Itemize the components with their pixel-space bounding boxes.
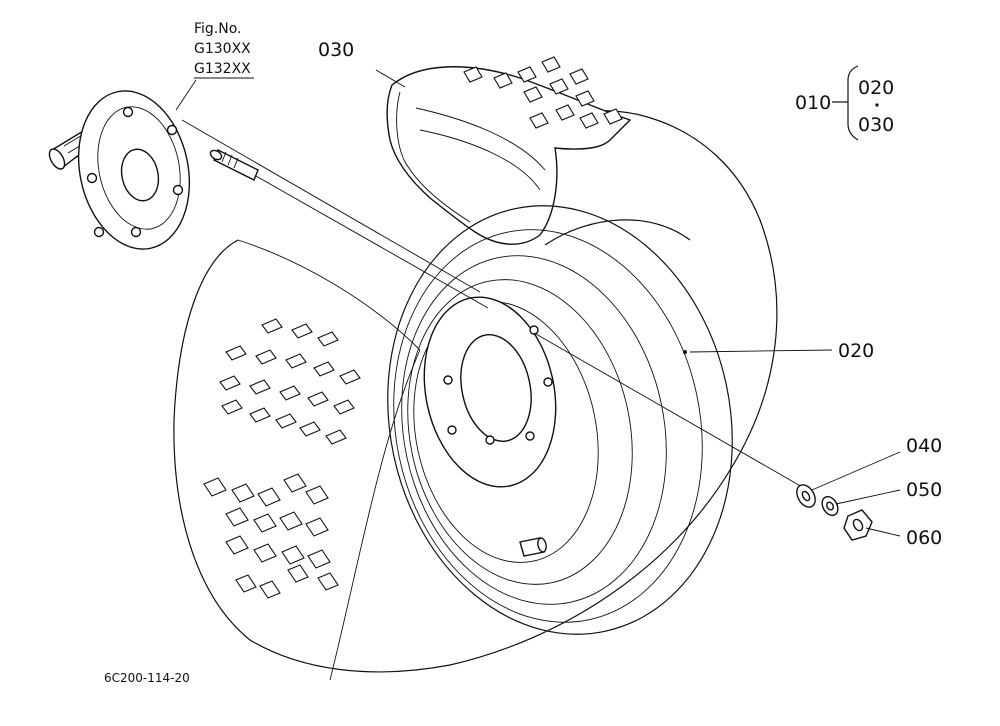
hub-bolt-hole	[93, 226, 105, 238]
assembly-component-1: 020	[858, 77, 894, 99]
callout-washer: 040	[906, 435, 942, 457]
hub-shaft-end	[48, 148, 66, 170]
rim-bolt-hole	[485, 435, 495, 445]
callout-rim: 020	[838, 340, 874, 362]
bracket-dot	[875, 103, 879, 107]
explode-line-hardware	[535, 333, 805, 489]
rim-center-bore	[460, 334, 532, 442]
tire-section-lugs	[463, 56, 623, 129]
rim-bolt-hole	[447, 425, 457, 435]
callout-lock-washer: 050	[906, 479, 942, 501]
callout-nut: 060	[906, 527, 942, 549]
rim-bolt-hole	[525, 431, 535, 441]
rim	[387, 205, 733, 635]
hub-bolt-hole	[86, 172, 98, 184]
rim-callout-dot	[683, 350, 687, 354]
explode-line-upper	[181, 119, 481, 293]
fig-ref-number-1: G130XX	[194, 41, 251, 57]
tire	[173, 110, 778, 681]
hardware	[796, 484, 873, 541]
callout-tire: 030	[318, 39, 354, 61]
fig-ref-number-2: G132XX	[194, 61, 251, 77]
leader-lock-washer	[835, 489, 901, 505]
hub-bolt-hole	[172, 184, 184, 196]
drawing-code: 6C200-114-20	[104, 671, 190, 685]
rim-bolt-hole	[529, 325, 539, 335]
assembly-part-number: 010	[795, 92, 831, 114]
fig-ref-leader	[175, 79, 197, 111]
fig-ref-title: Fig.No.	[194, 21, 242, 37]
leader-tire	[375, 69, 406, 88]
wheel-hub	[48, 90, 191, 250]
tire-section-outline	[386, 66, 632, 245]
tire-section	[386, 56, 632, 245]
wheel-stud	[209, 149, 259, 181]
leader-rim	[689, 349, 833, 353]
leader-washer	[811, 451, 901, 491]
bracket-brace	[847, 65, 859, 141]
rim-outer	[387, 205, 733, 635]
tread-lugs	[203, 318, 361, 599]
assembly-component-2: 030	[858, 114, 894, 136]
figure-reference: Fig.No. G130XX G132XX	[175, 21, 254, 111]
valve-stem	[519, 537, 547, 557]
hub-bolt-hole	[130, 226, 142, 238]
hub-center-bore	[120, 148, 160, 202]
tire-outline	[173, 110, 778, 673]
hub-bolt-hole	[122, 106, 134, 118]
leader-nut	[865, 527, 901, 537]
hub-bolt-hole	[166, 124, 178, 136]
rim-bolt-hole	[543, 377, 553, 387]
rim-bolt-hole	[443, 375, 453, 385]
assembly-bracket: 010 020 030	[795, 65, 894, 141]
explode-line-stud	[255, 175, 489, 309]
